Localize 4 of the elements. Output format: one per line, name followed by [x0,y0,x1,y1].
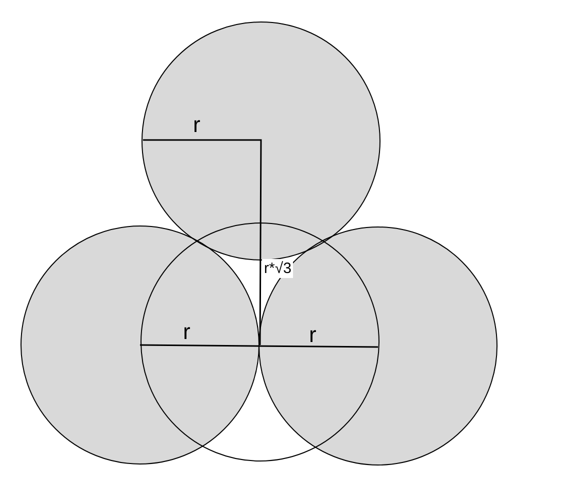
dimension-label: r [183,321,190,343]
dimension-label: r [193,114,200,136]
dimension-label: r*√3 [262,259,294,278]
dimension-label: r [309,324,316,346]
